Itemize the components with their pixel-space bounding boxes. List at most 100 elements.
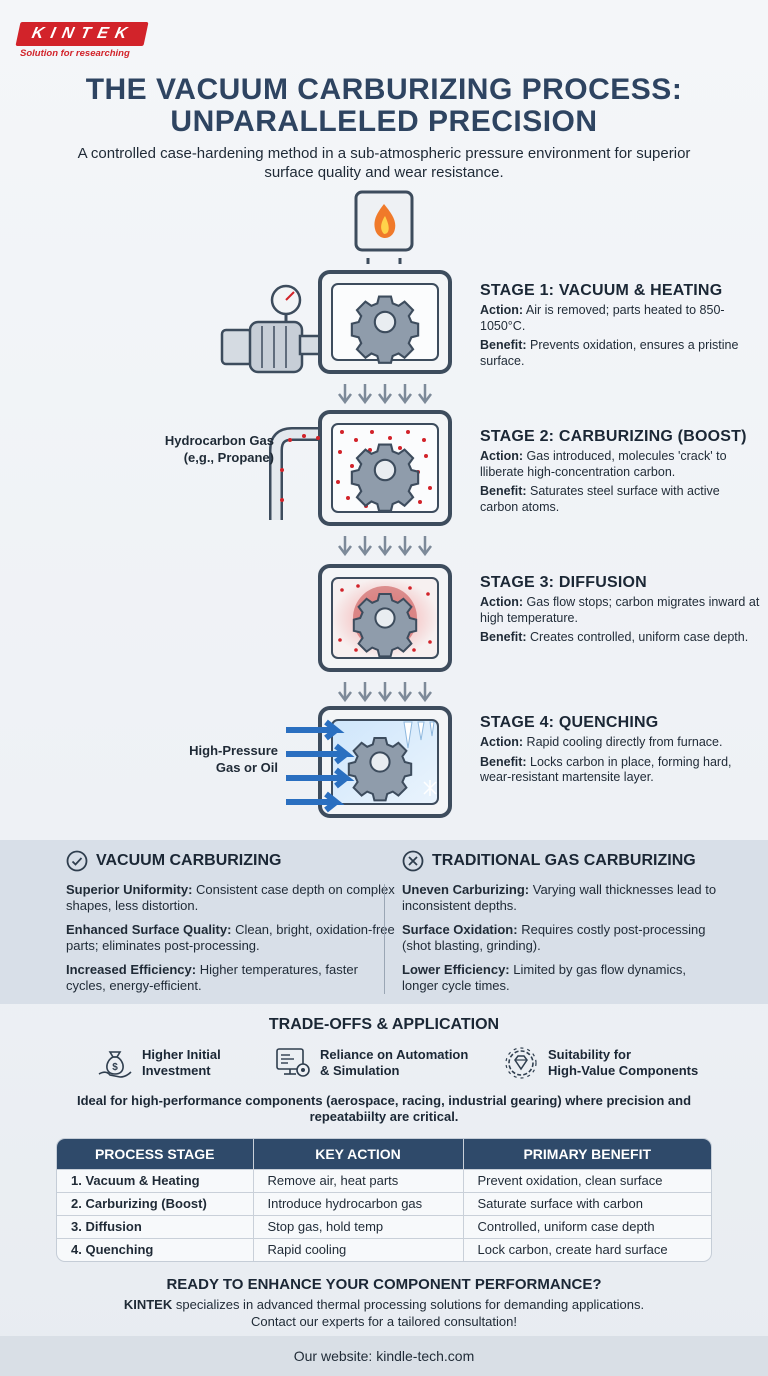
quench-label-line-1: High-Pressure [189,743,278,758]
quench-label-line-2: Gas or Oil [215,760,278,775]
item-label: Superior Uniformity: [66,882,193,897]
label-line-2: Investment [142,1063,211,1078]
action-text: Gas flow stops; carbon migrates inward a… [480,595,760,625]
action-label: Action: [480,449,524,463]
table-cell-action: Rapid cooling [252,1237,463,1261]
page-subtitle: A controlled case-hardening method in a … [77,145,691,181]
benefit-label: Benefit: [480,754,527,769]
table-cell-benefit: Saturate surface with carbon [462,1191,711,1215]
benefit-text: Prevents oxidation, ensures a pristine s… [480,338,739,368]
stage-2-title: STAGE 2: CARBURIZING (BOOST) [480,428,747,445]
stage-2-benefit: Benefit: Saturates steel surface with ac… [480,484,760,515]
kintek-logo: KINTEK Solution for researching [15,22,178,59]
vacuum-column: VACUUM CARBURIZING Superior Uniformity: … [66,850,396,1002]
gas-label-line-1: Hydrocarbon Gas [164,433,274,448]
cta-brand: KINTEK [123,1297,173,1312]
hydrocarbon-gas-label: Hydrocarbon Gas (e,g., Propane) [120,432,274,466]
vacuum-heading: VACUUM CARBURIZING [66,850,396,872]
benefit-text: Creates controlled, uniform case depth. [530,630,749,644]
table-cell-stage: 1. Vacuum & Heating [57,1168,253,1192]
logo-tagline: Solution for researching [20,48,130,59]
item-label: Lower Efficiency: [402,962,510,977]
item-text: Varying wall thicknesses lead to inconsi… [402,882,717,913]
stage-1-action: Action: Air is removed; parts heated to … [480,303,760,334]
item-label: Surface Oxidation: [402,922,518,937]
stage-3-action: Action: Gas flow stops; carbon migrates … [480,595,760,626]
label-line-1: Higher Initial [142,1047,221,1062]
stage-4-title: STAGE 4: QUENCHING [480,714,659,731]
traditional-title: TRADITIONAL GAS CARBURIZING [432,852,696,869]
tradeoff-investment-label: Higher Initial Investment [142,1047,221,1079]
process-diagram [220,190,452,818]
table-row: 1. Vacuum & Heating Remove air, heat par… [57,1168,711,1192]
label-line-2: High-Value Components [548,1063,699,1078]
table-cell-stage: 3. Diffusion [57,1214,253,1238]
cta-line-1-text: specializes in advanced thermal processi… [175,1297,645,1312]
gear-gem-icon [505,1047,537,1079]
table-cell-benefit: Prevent oxidation, clean surface [462,1168,711,1192]
stage-4-chamber [318,706,452,818]
logo-wordmark: KINTEK [15,22,149,46]
benefit-text: Saturates steel surface with active carb… [480,484,720,514]
stage-4-action: Action: Rapid cooling directly from furn… [480,735,760,751]
money-bag-icon: $ [98,1051,132,1078]
label-line-2: & Simulation [320,1063,400,1078]
traditional-item-3: Lower Efficiency: Limited by gas flow dy… [402,962,722,994]
tradeoff-automation-label: Reliance on Automation & Simulation [320,1047,468,1079]
stage-4-text: STAGE 4: QUENCHING Action: Rapid cooling… [480,714,760,790]
table-cell-stage: 2. Carburizing (Boost) [57,1191,253,1215]
tradeoff-automation: Reliance on Automation & Simulation [274,1044,468,1082]
cta-text: KINTEK specializes in advanced thermal p… [40,1296,728,1330]
action-text: Air is removed; parts heated to 850-1050… [480,303,725,333]
process-summary-table: PROCESS STAGE KEY ACTION PRIMARY BENEFIT… [57,1139,711,1261]
table-row: 3. Diffusion Stop gas, hold temp Control… [57,1214,711,1238]
comparison-section: VACUUM CARBURIZING Superior Uniformity: … [0,840,768,1004]
action-text: Rapid cooling directly from furnace. [526,735,723,749]
table-cell-benefit: Controlled, uniform case depth [462,1214,711,1238]
ideal-application-text: Ideal for high-performance components (a… [76,1093,692,1124]
gas-label-line-2: (e,g., Propane) [183,450,274,465]
table-row: 4. Quenching Rapid cooling Lock carbon, … [57,1237,711,1261]
vacuum-pump-icon [220,284,324,374]
action-label: Action: [480,595,524,609]
title-line-2: UNPARALLELED PRECISION [170,105,598,138]
stage-1-benefit: Benefit: Prevents oxidation, ensures a p… [480,338,760,369]
page-title: THE VACUUM CARBURIZING PROCESS: UNPARALL… [0,74,768,138]
stage-2-text: STAGE 2: CARBURIZING (BOOST) Action: Gas… [480,428,760,519]
cta-line-1: KINTEK specializes in advanced thermal p… [40,1296,728,1313]
stage-1-chamber [318,270,452,374]
label-line-1: Reliance on Automation [320,1047,469,1062]
benefit-text: Locks carbon in place, forming hard, wea… [480,754,732,785]
table-cell-action: Introduce hydrocarbon gas [252,1191,463,1215]
footer-website[interactable]: Our website: kindle-tech.com [0,1336,768,1376]
cta-title: READY TO ENHANCE YOUR COMPONENT PERFORMA… [166,1276,602,1293]
action-label: Action: [480,735,524,749]
traditional-column: TRADITIONAL GAS CARBURIZING Uneven Carbu… [402,850,722,1002]
stage-1-title: STAGE 1: VACUUM & HEATING [480,282,723,299]
benefit-label: Benefit: [480,630,527,644]
stage-2-chamber [269,410,452,526]
check-circle-icon [66,850,88,872]
header-primary-benefit: PRIMARY BENEFIT [462,1139,711,1169]
stage-3-benefit: Benefit: Creates controlled, uniform cas… [480,630,760,646]
burner-icon [354,190,414,264]
item-text: Limited by gas flow dynamics, longer cyc… [402,962,686,993]
vacuum-item-2: Enhanced Surface Quality: Clean, bright,… [66,922,396,954]
tradeoffs-title: TRADE-OFFS & APPLICATION [268,1016,500,1033]
traditional-heading: TRADITIONAL GAS CARBURIZING [402,850,722,872]
item-text: Consistent case depth on complex shapes,… [66,882,395,913]
title-line-1: THE VACUUM CARBURIZING PROCESS: [85,73,683,106]
tradeoff-investment: $ Higher Initial Investment [96,1044,221,1082]
table-header-row: PROCESS STAGE KEY ACTION PRIMARY BENEFIT [57,1139,711,1169]
monitor-automation-icon [276,1048,310,1077]
item-label: Uneven Carburizing: [402,882,530,897]
stage-1-text: STAGE 1: VACUUM & HEATING Action: Air is… [480,282,760,373]
tradeoff-suitability: Suitability for High-Value Components [502,1044,698,1082]
table-row: 2. Carburizing (Boost) Introduce hydroca… [57,1191,711,1215]
vacuum-item-3: Increased Efficiency: Higher temperature… [66,962,396,994]
tradeoff-suitability-label: Suitability for High-Value Components [548,1047,698,1079]
quench-medium-label: High-Pressure Gas or Oil [140,742,278,776]
item-text: Higher temperatures, faster cycles, ener… [66,962,358,993]
stage-3-chamber [318,564,452,672]
svg-text:$: $ [112,1062,118,1073]
